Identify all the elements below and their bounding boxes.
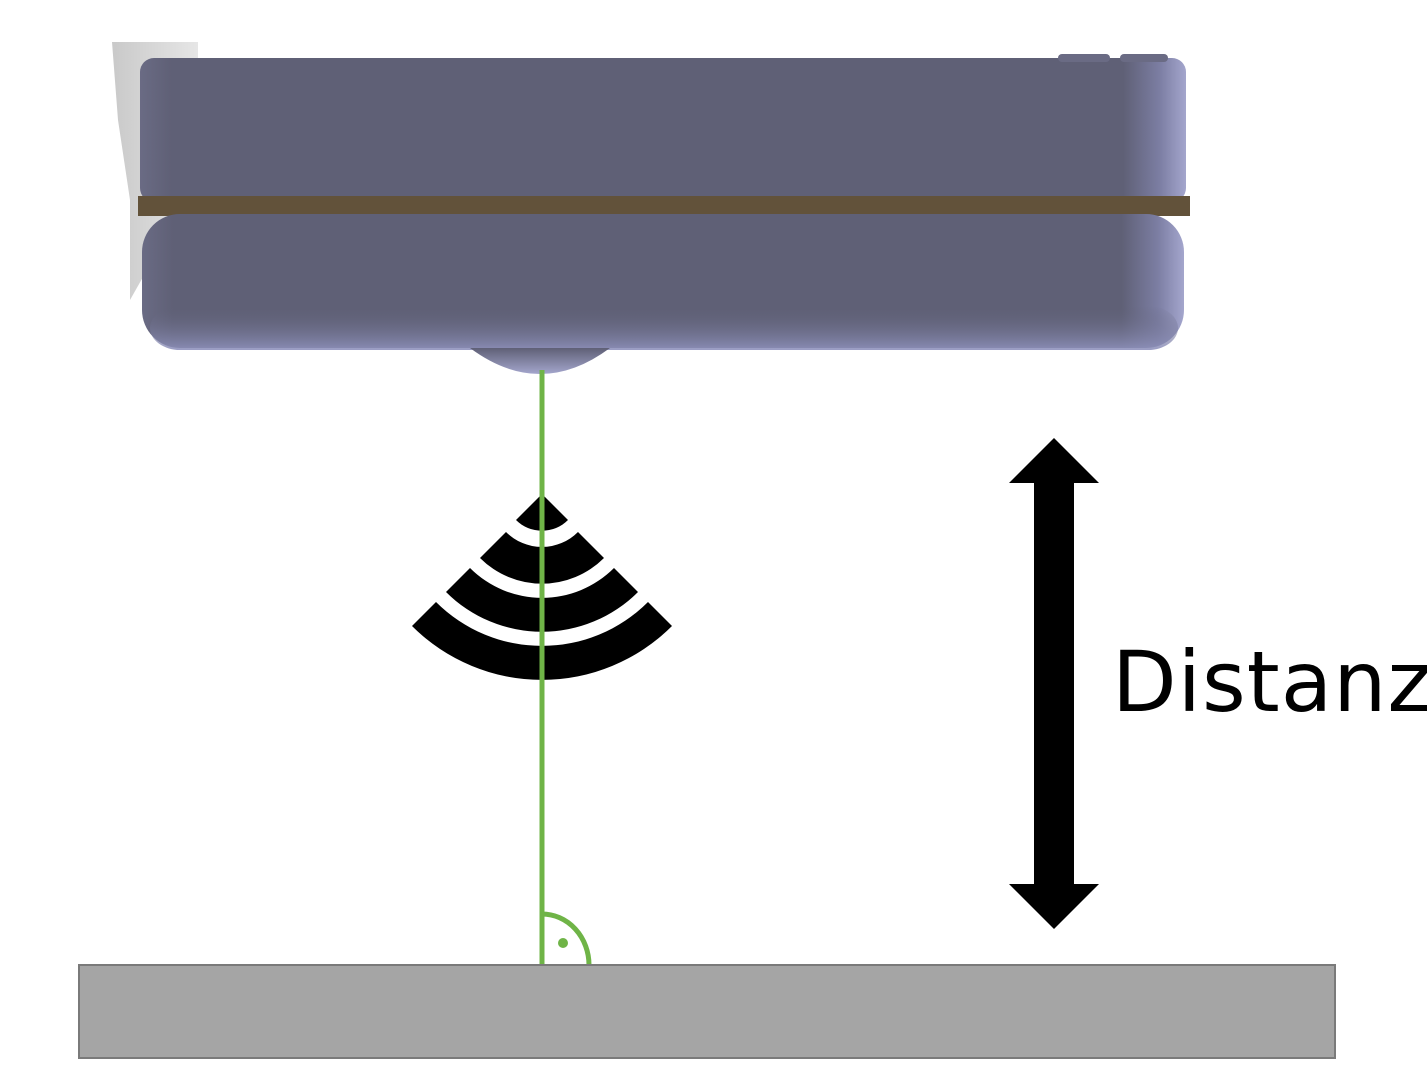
target-surface — [78, 964, 1336, 1059]
double-arrow-icon — [1009, 438, 1099, 929]
device-bottom-highlight — [150, 306, 1178, 350]
device-upper-shell — [140, 58, 1186, 202]
sensor-dome — [470, 348, 610, 374]
device-top-button-2 — [1120, 54, 1168, 62]
right-angle-marker-icon — [541, 911, 592, 966]
device-top-button — [1058, 54, 1110, 62]
distance-label: Distanz — [1112, 633, 1427, 731]
right-angle-arc — [541, 911, 592, 966]
right-angle-dot — [558, 938, 568, 948]
wave-outer — [412, 602, 672, 680]
device-seam-band — [138, 196, 1190, 216]
measuring-device — [138, 54, 1190, 374]
